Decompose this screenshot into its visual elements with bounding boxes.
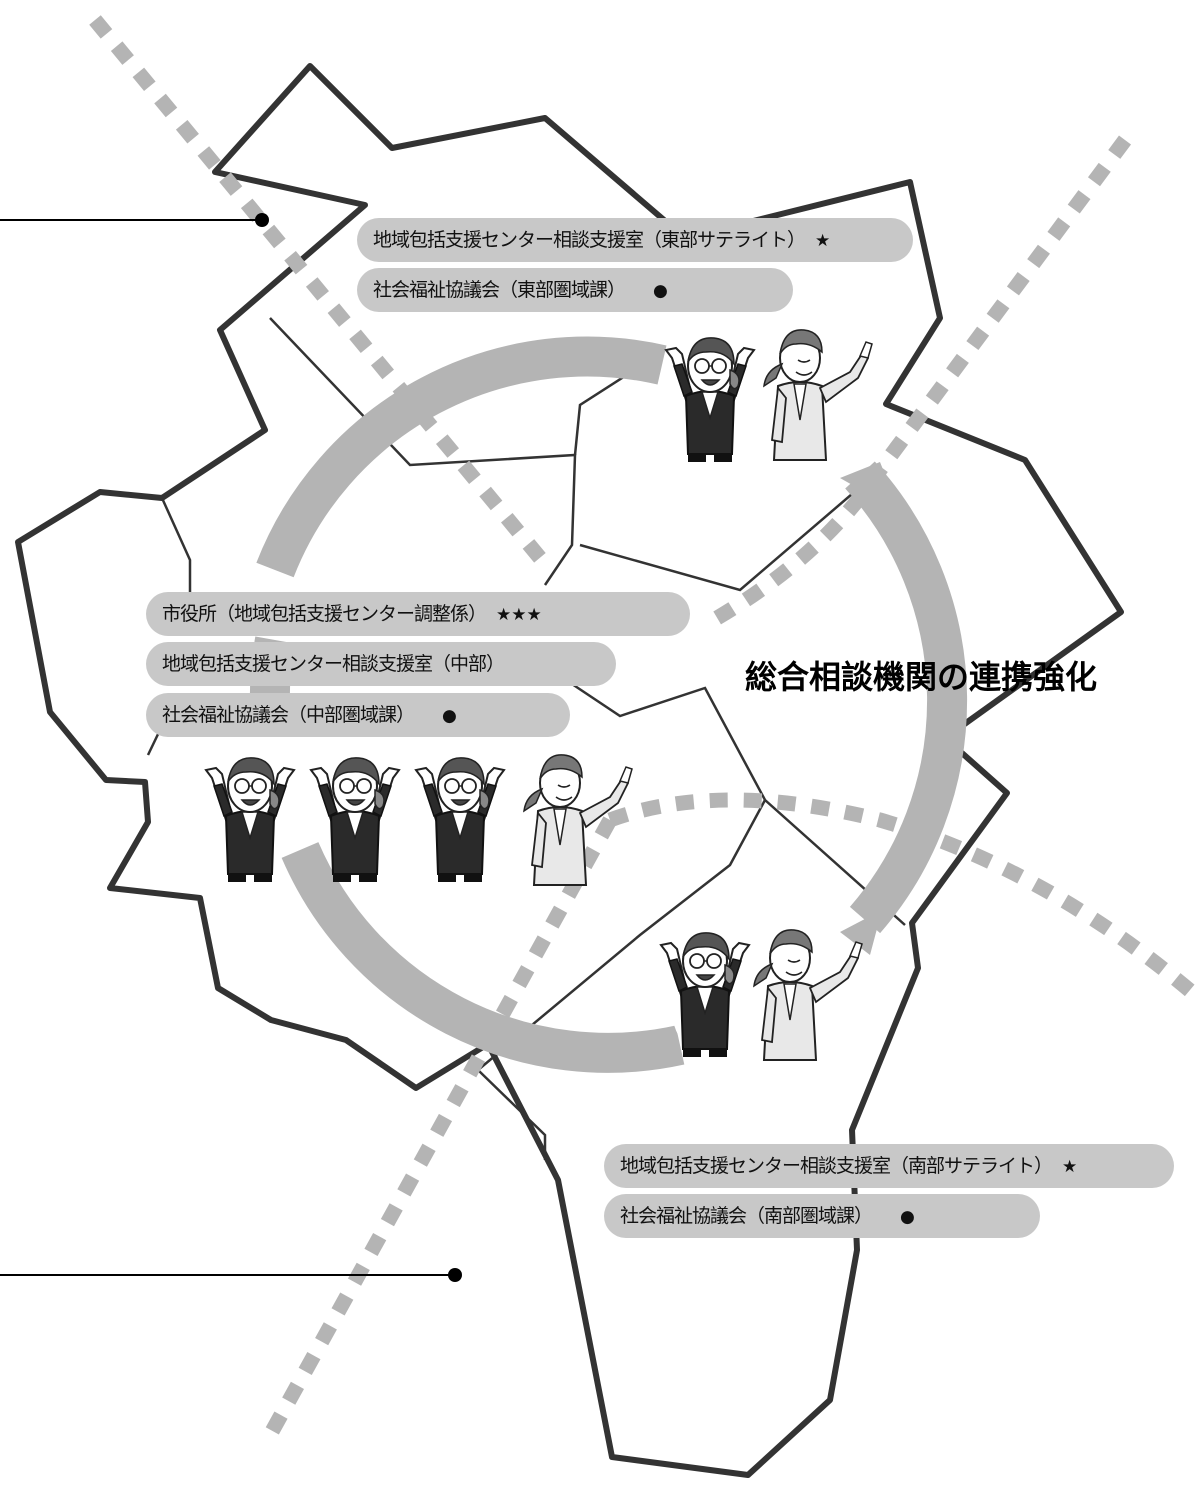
south-center-text: 地域包括支援センター相談支援室（南部サテライト） <box>620 1155 1053 1177</box>
east-center-label: 地域包括支援センター相談支援室（東部サテライト） ★ <box>357 218 913 262</box>
leader-lines <box>0 219 455 1276</box>
city-hall-text: 市役所（地域包括支援センター調整係） <box>162 603 487 625</box>
south-council-label: 社会福祉協議会（南部圏域課） ● <box>604 1194 1040 1238</box>
central-council-marker: ● <box>442 706 457 726</box>
leader-dot-south <box>448 1268 462 1282</box>
central-center-label: 地域包括支援センター相談支援室（中部） <box>146 642 616 686</box>
south-center-label: 地域包括支援センター相談支援室（南部サテライト） ★ <box>604 1144 1174 1188</box>
leader-dot-north <box>255 213 269 227</box>
ring-arrowheads <box>840 462 900 955</box>
east-council-marker: ● <box>653 281 668 301</box>
central-center-text: 地域包括支援センター相談支援室（中部） <box>162 653 505 675</box>
south-council-marker: ● <box>900 1207 915 1227</box>
dashed-dividers <box>89 15 1201 1439</box>
east-center-marker: ★ <box>815 231 831 251</box>
south-center-marker: ★ <box>1062 1157 1078 1177</box>
east-center-text: 地域包括支援センター相談支援室（東部サテライト） <box>373 229 806 251</box>
central-council-text: 社会福祉協議会（中部圏域課） <box>162 704 415 726</box>
south-council-text: 社会福祉協議会（南部圏域課） <box>620 1205 873 1227</box>
headline: 総合相談機関の連携強化 <box>745 658 1098 696</box>
east-council-text: 社会福祉協議会（東部圏域課） <box>373 279 626 301</box>
city-hall-marker: ★★★ <box>496 605 542 625</box>
city-hall-label: 市役所（地域包括支援センター調整係） ★★★ <box>146 592 690 636</box>
central-council-label: 社会福祉協議会（中部圏域課） ● <box>146 693 570 737</box>
east-council-label: 社会福祉協議会（東部圏域課） ● <box>357 268 793 312</box>
